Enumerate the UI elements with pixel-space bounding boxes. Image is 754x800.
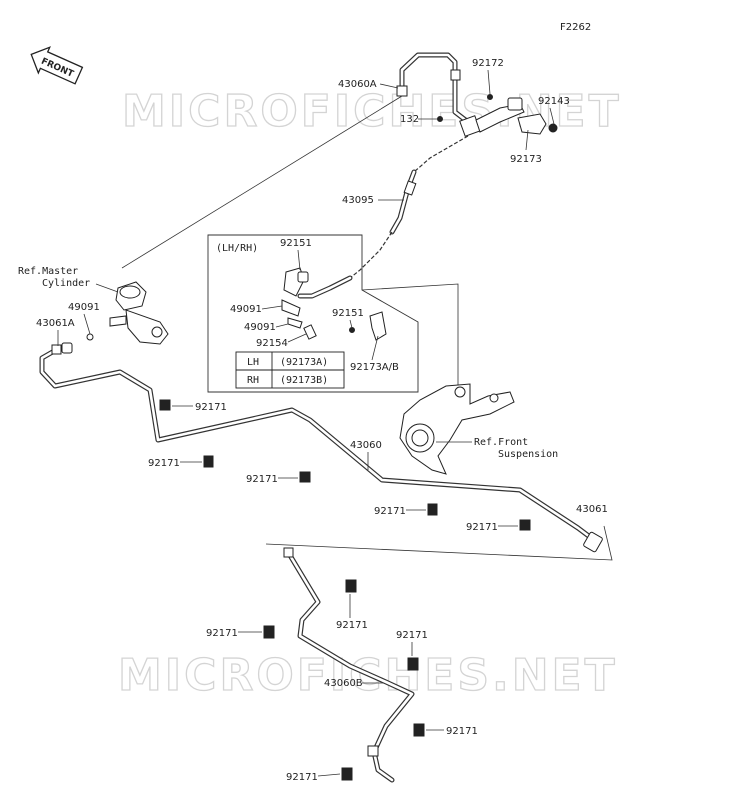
clamp-icon <box>159 399 171 411</box>
callout-43060A: 43060A <box>338 79 377 90</box>
callout-92154: 92154 <box>256 338 288 349</box>
inset-title: (LH/RH) <box>216 243 258 254</box>
main-brake-line <box>39 342 603 553</box>
callout-92171-9: 92171 <box>446 726 478 737</box>
clamp-icon <box>341 767 353 781</box>
callout-92143: 92143 <box>538 96 570 107</box>
inset-box: (LH/RH) LH (92173A) RH (92173B) <box>207 234 419 393</box>
callouts: 43060A 92172 92143 132 92173 43095 92151… <box>18 58 608 783</box>
ref-front-suspension-line: Ref.Front <box>474 437 528 448</box>
clamp-icon <box>263 625 275 639</box>
callout-92171-5: 92171 <box>466 522 498 533</box>
clamp-icon <box>413 723 425 737</box>
callout-43061A: 43061A <box>36 318 75 329</box>
callout-49091-master: 49091 <box>68 302 100 313</box>
table-side-rh: RH <box>247 375 259 386</box>
callout-92172: 92172 <box>472 58 504 69</box>
table-part-lh: (92173A) <box>280 357 328 368</box>
callout-92171-8: 92171 <box>396 630 428 641</box>
clamp-icon <box>345 579 357 593</box>
clamp-icon <box>299 471 311 483</box>
side-table: LH (92173A) RH (92173B) <box>235 351 345 389</box>
callout-132: 132 <box>400 114 419 125</box>
watermark-top: MICROFICHES.NET <box>122 86 622 137</box>
callout-49091-upper: 49091 <box>230 304 262 315</box>
callout-92173AB: 92173A/B <box>350 362 399 373</box>
callout-92171-4: 92171 <box>374 506 406 517</box>
ref-master-cylinder-line: Ref.Master <box>18 266 78 277</box>
callout-92173: 92173 <box>510 154 542 165</box>
ref-master-cylinder-line: Cylinder <box>42 278 90 289</box>
callout-92171-6: 92171 <box>336 620 368 631</box>
callout-92171-3: 92171 <box>246 474 278 485</box>
callout-92171-10: 92171 <box>286 772 318 783</box>
front-arrow-icon: FRONT <box>30 46 84 85</box>
figure-code: F2262 <box>560 22 591 33</box>
callout-92171-1: 92171 <box>195 402 227 413</box>
callout-43060B: 43060B <box>324 678 363 689</box>
front-suspension-knuckle <box>399 383 515 475</box>
clamp-icon <box>427 503 438 516</box>
table-side-lh: LH <box>247 357 259 368</box>
callout-92151-side: 92151 <box>332 308 364 319</box>
ref-front-suspension-line: Suspension <box>498 449 558 460</box>
lower-brake-line <box>283 547 415 783</box>
callout-92171-7: 92171 <box>206 628 238 639</box>
master-cylinder <box>86 281 169 345</box>
clamp-icon <box>407 657 419 671</box>
callout-92171-2: 92171 <box>148 458 180 469</box>
callout-43095: 43095 <box>342 195 374 206</box>
upper-assembly <box>349 52 558 279</box>
table-part-rh: (92173B) <box>280 375 328 386</box>
clamp-icon <box>203 455 214 468</box>
callout-92151-top: 92151 <box>280 238 312 249</box>
clamp-icon <box>519 519 531 531</box>
callout-43061: 43061 <box>576 504 608 515</box>
callout-43060: 43060 <box>350 440 382 451</box>
callout-49091-lower: 49091 <box>244 322 276 333</box>
clamp-icons <box>159 399 531 781</box>
